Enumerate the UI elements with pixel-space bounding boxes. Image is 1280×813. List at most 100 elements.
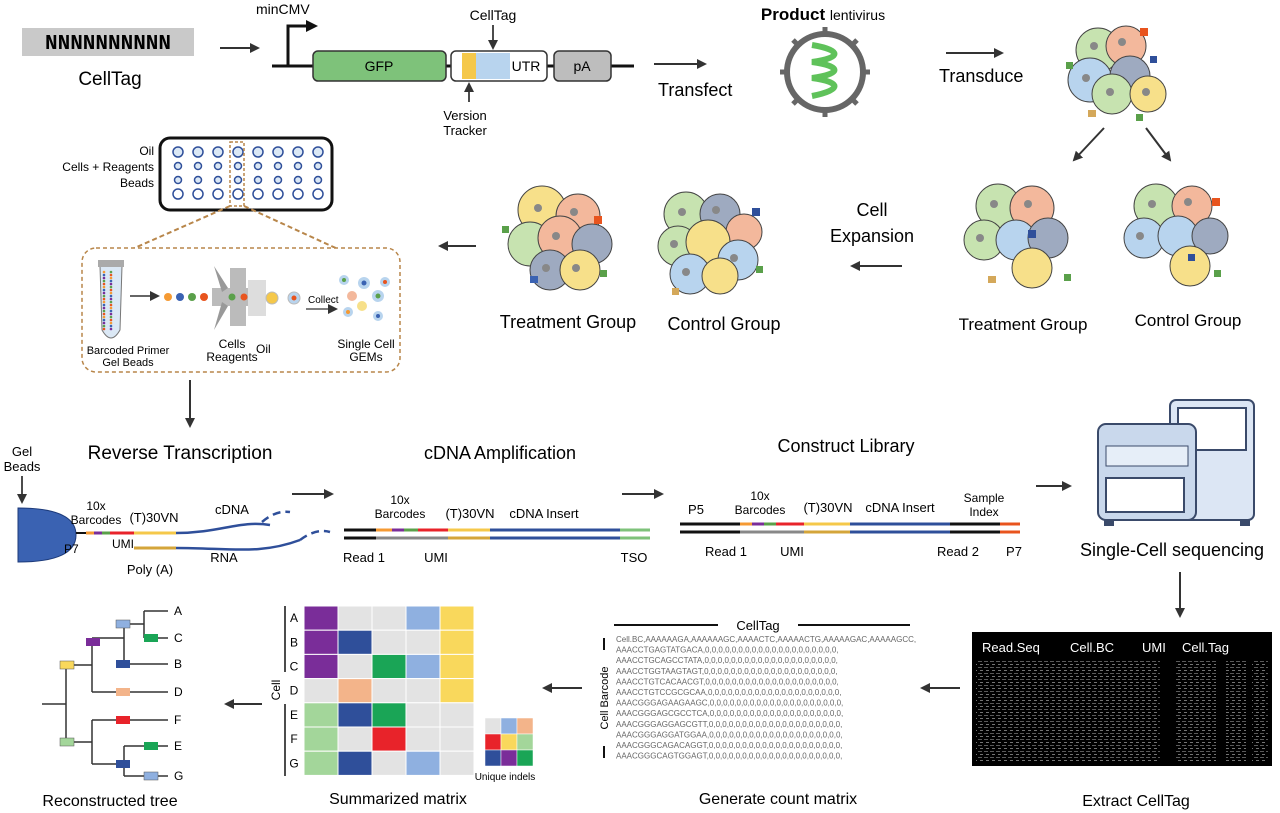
extract-header-cell-bc: Cell.BC — [1070, 640, 1114, 655]
matrix-cell — [337, 605, 373, 631]
tree-leaf-label: B — [174, 657, 182, 671]
count-matrix-line: AAACGGGCAGACAGGT,0,0,0,0,0,0,0,0,0,0,0,0… — [616, 741, 842, 750]
matrix-cell — [371, 726, 407, 752]
count-matrix-line: AAACCTGCAGCCTATA,0,0,0,0,0,0,0,0,0,0,0,0… — [616, 656, 838, 665]
treatment-group-left-label: Treatment Group — [500, 312, 636, 332]
unique-indels-legend — [484, 717, 534, 767]
extract-celltag-table: Read.Seq Cell.BC UMI Cell.Tag — [972, 632, 1272, 766]
chip-well — [273, 175, 283, 185]
celltag-barcode-block: NNNNNNNNNN CellTag — [22, 28, 194, 90]
chip-well — [172, 188, 184, 200]
legend-cell — [516, 749, 534, 767]
matrix-cell — [303, 653, 339, 680]
chip-well — [233, 175, 243, 185]
oil-lower-label: Oil — [256, 342, 271, 356]
matrix-cell — [337, 702, 373, 728]
pa-label: pA — [573, 58, 591, 74]
chip-well — [193, 175, 203, 185]
chip-well — [272, 146, 284, 158]
rt-polya-label: Poly (A) — [127, 562, 173, 577]
sequencing-title: Single-Cell sequencing — [1080, 540, 1264, 560]
chip-well — [192, 146, 204, 158]
matrix-row-label: E — [290, 708, 298, 722]
count-matrix-line: AAACGGGAGCGCCTCA,0,0,0,0,0,0,0,0,0,0,0,0… — [616, 709, 843, 718]
collect-label: Collect — [308, 295, 339, 306]
chip-well — [193, 161, 203, 171]
transfect-label: Transfect — [658, 80, 732, 100]
matrix-cell — [439, 702, 475, 728]
legend-cell — [484, 749, 502, 767]
reconstructed-tree-caption: Reconstructed tree — [42, 793, 177, 810]
count-matrix-header: CellTag — [736, 618, 779, 633]
amp-umi-label: UMI — [424, 550, 448, 565]
rt-p7-label: P7 — [64, 542, 79, 556]
lentivirus-icon: Product lentivirus — [761, 5, 885, 117]
chip-well — [212, 188, 224, 200]
utr-label: UTR — [512, 58, 541, 74]
chip-well — [172, 146, 184, 158]
chip-well — [192, 188, 204, 200]
matrix-cell — [371, 605, 407, 631]
count-matrix-caption: Generate count matrix — [699, 791, 857, 808]
cell-barcode-axis-label: Cell Barcode — [599, 667, 611, 730]
matrix-cell — [303, 750, 339, 776]
control-group-left-label: Control Group — [667, 314, 780, 334]
oil-label: Oil — [139, 144, 154, 158]
matrix-cell — [337, 750, 373, 776]
tree-leaf-label: D — [174, 685, 183, 699]
matrix-cell — [371, 678, 407, 704]
lib-insert-label: cDNA Insert — [865, 500, 935, 515]
matrix-cell — [405, 629, 441, 655]
matrix-row-label: D — [290, 684, 299, 698]
chip-well — [252, 146, 264, 158]
construct-library-title: Construct Library — [777, 436, 914, 456]
gfp-label: GFP — [365, 58, 394, 74]
gem-cluster — [339, 275, 390, 321]
count-matrix-line: AAACGGGCAGTGGAGT,0,0,0,0,0,0,0,0,0,0,0,0… — [616, 752, 842, 761]
lib-read2-label: Read 2 — [937, 544, 979, 559]
pa-box — [553, 50, 612, 82]
control-group-left-cells — [657, 191, 763, 295]
chip-well — [292, 188, 304, 200]
lib-p5-label: P5 — [688, 502, 704, 517]
matrix-row-label: A — [290, 611, 298, 625]
chip-well — [312, 188, 324, 200]
count-matrix-line: AAACGGGAGGATGGAA,0,0,0,0,0,0,0,0,0,0,0,0… — [616, 730, 843, 739]
promoter-label: minCMV — [256, 1, 310, 17]
matrix-cell — [337, 629, 373, 655]
transduce-label: Transduce — [939, 66, 1023, 86]
reverse-transcription-title: Reverse Transcription — [88, 443, 273, 464]
unique-indels-label: Unique indels — [475, 772, 536, 783]
summarized-matrix-caption: Summarized matrix — [329, 791, 467, 808]
chip-well — [212, 146, 224, 158]
gfp-box — [312, 50, 447, 82]
chip-well — [313, 175, 323, 185]
matrix-cell — [337, 726, 373, 752]
treatment-group-right-label: Treatment Group — [959, 315, 1088, 334]
chip-well — [253, 175, 263, 185]
chip-well — [312, 146, 324, 158]
celltag-barcode-text: NNNNNNNNNN — [45, 33, 171, 56]
matrix-cell-axis-label: Cell — [269, 680, 283, 701]
matrix-row-label: F — [290, 732, 297, 746]
matrix-cell — [371, 653, 407, 680]
celltag-barcode-label: CellTag — [78, 69, 141, 90]
matrix-cell — [405, 750, 441, 776]
extract-celltag-caption: Extract CellTag — [1082, 793, 1190, 810]
beads-label: Beads — [120, 176, 154, 190]
celltag-pointer-label: CellTag — [470, 7, 517, 23]
extract-header-read-seq: Read.Seq — [982, 640, 1040, 655]
